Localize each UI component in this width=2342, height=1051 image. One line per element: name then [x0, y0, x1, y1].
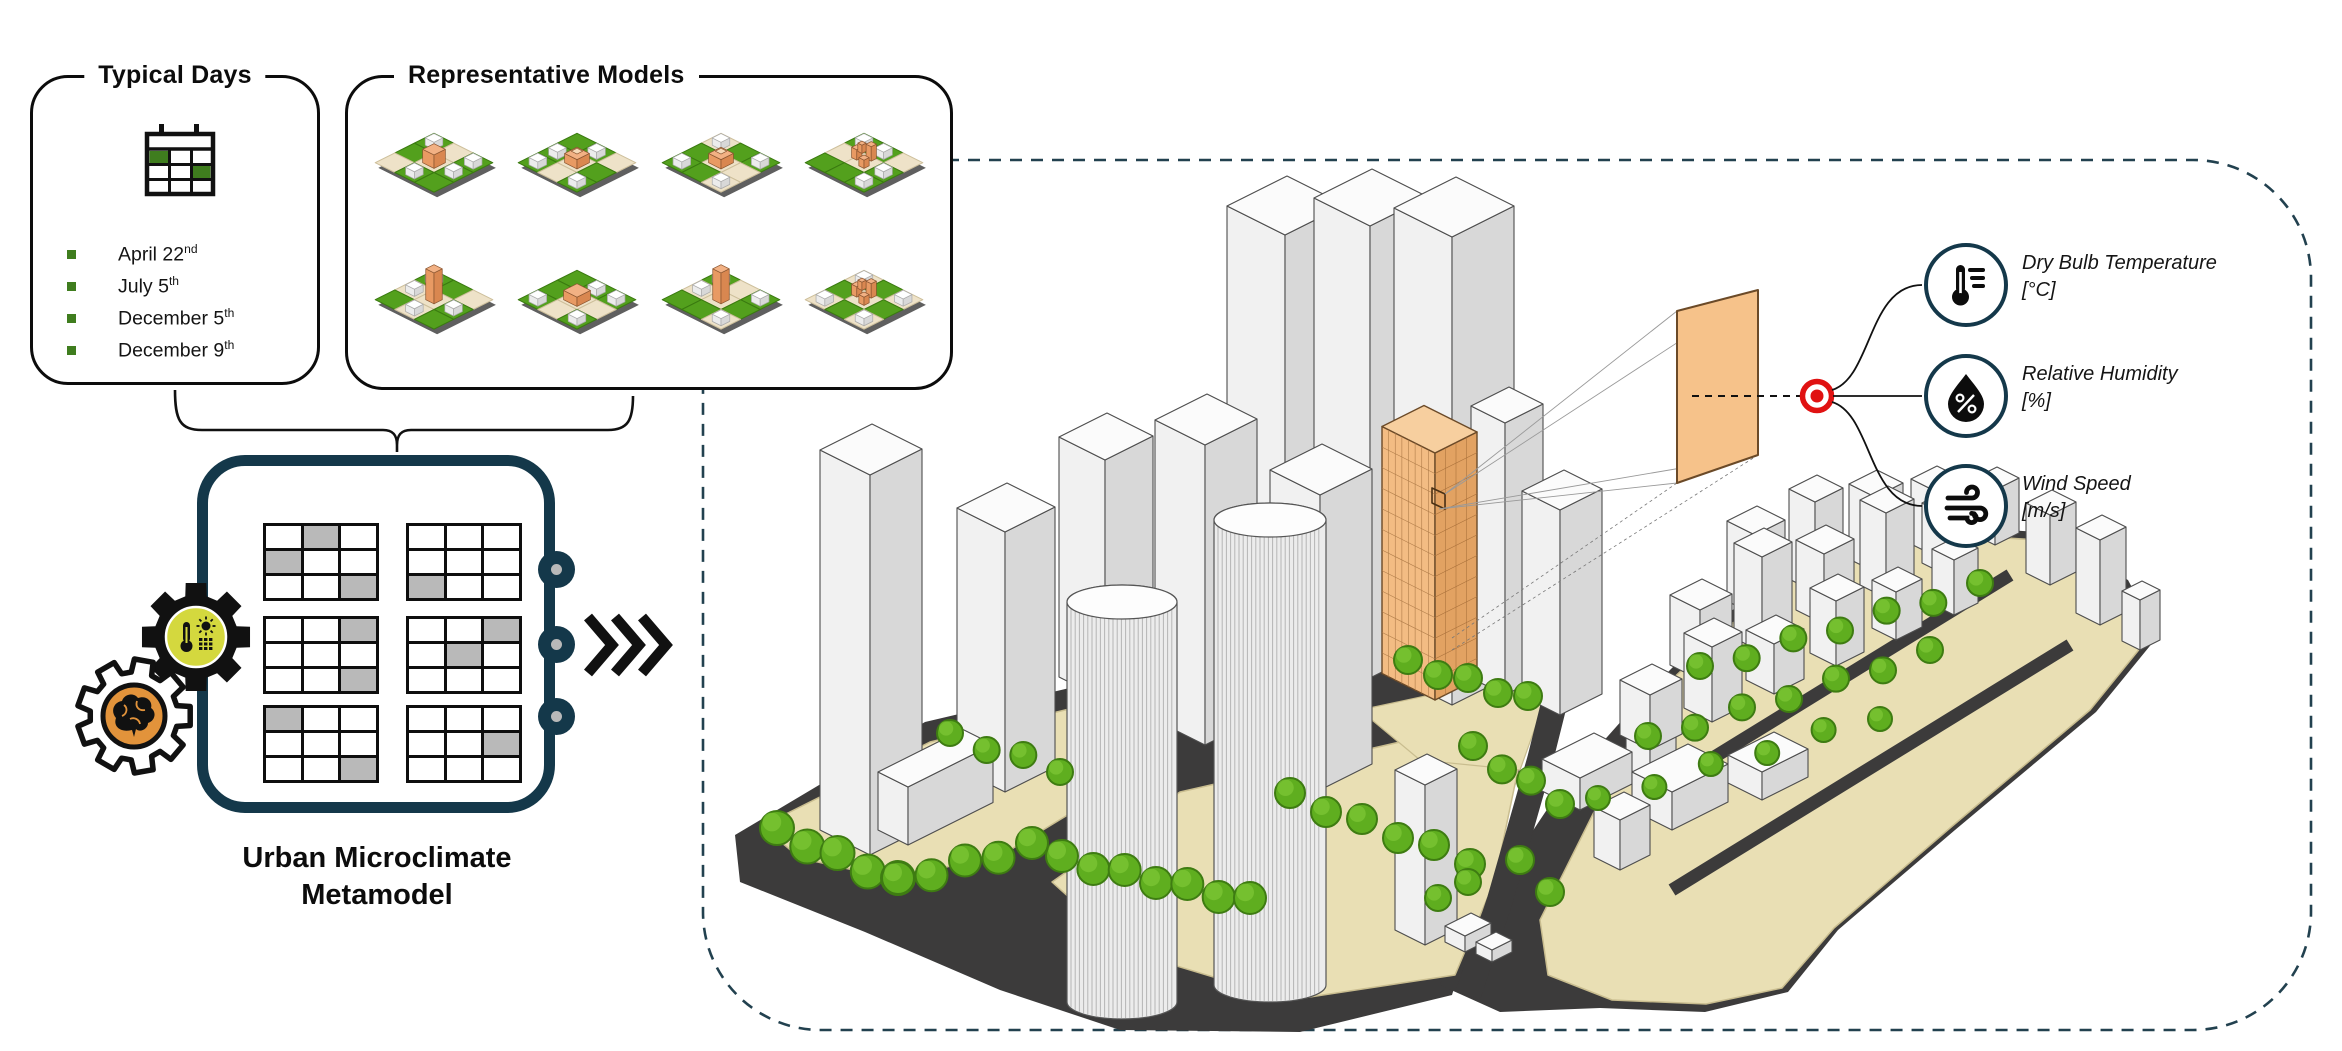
model-tile — [804, 133, 927, 198]
binary-grid — [263, 705, 379, 783]
typical-day-item: December 9th — [67, 338, 234, 363]
connector-dot-2 — [538, 626, 575, 663]
metamodel-label: Urban Microclimate Metamodel — [242, 842, 512, 911]
model-tile — [374, 264, 496, 335]
metamodel-box — [197, 455, 555, 813]
wind-icon — [1924, 464, 2008, 548]
binary-grid — [406, 705, 522, 783]
thermometer-icon — [1924, 243, 2008, 327]
facade-sampling-annotation — [1438, 284, 1923, 651]
model-tile — [374, 133, 496, 198]
connector-dot-1 — [538, 551, 575, 588]
connector-dot-3 — [538, 698, 575, 735]
binary-grid — [263, 616, 379, 694]
merge-bracket — [173, 389, 635, 452]
typical-day-item: December 5th — [67, 306, 234, 331]
representative-models-box: Representative Models — [345, 61, 953, 390]
sampled-facade-panel — [1676, 289, 1759, 484]
output-label-ws: Wind Speed[m/s] — [2022, 473, 2131, 522]
representative-models-title: Representative Models — [394, 61, 699, 90]
bullet-icon — [67, 345, 76, 355]
typical-day-item: April 22nd — [67, 242, 234, 267]
model-tile — [517, 133, 640, 198]
bullet-icon — [67, 249, 76, 259]
output-label-rh: Relative Humidity[%] — [2022, 363, 2178, 412]
model-tile — [804, 269, 927, 335]
bullet-icon — [67, 313, 76, 323]
binary-grid — [406, 616, 522, 694]
binary-grid — [406, 523, 522, 601]
output-label-dbt: Dry Bulb Temperature[°C] — [2022, 252, 2217, 301]
orange-gridded-tower — [1381, 404, 1478, 701]
brain-gear-icon — [75, 656, 193, 776]
street-trees — [759, 569, 1994, 915]
binary-grid — [263, 523, 379, 601]
bullet-icon — [67, 281, 76, 291]
calendar-icon — [144, 124, 216, 197]
typical-day-item: July 5th — [67, 274, 234, 299]
representative-tiles — [362, 104, 936, 377]
typical-days-title: Typical Days — [84, 61, 266, 90]
fast-forward-chevrons-icon — [584, 613, 673, 677]
humidity-percent-icon — [1924, 354, 2008, 438]
model-tile — [517, 269, 640, 335]
sensor-point-icon — [1799, 378, 1835, 414]
model-tile — [661, 264, 783, 335]
model-tile — [661, 133, 783, 198]
